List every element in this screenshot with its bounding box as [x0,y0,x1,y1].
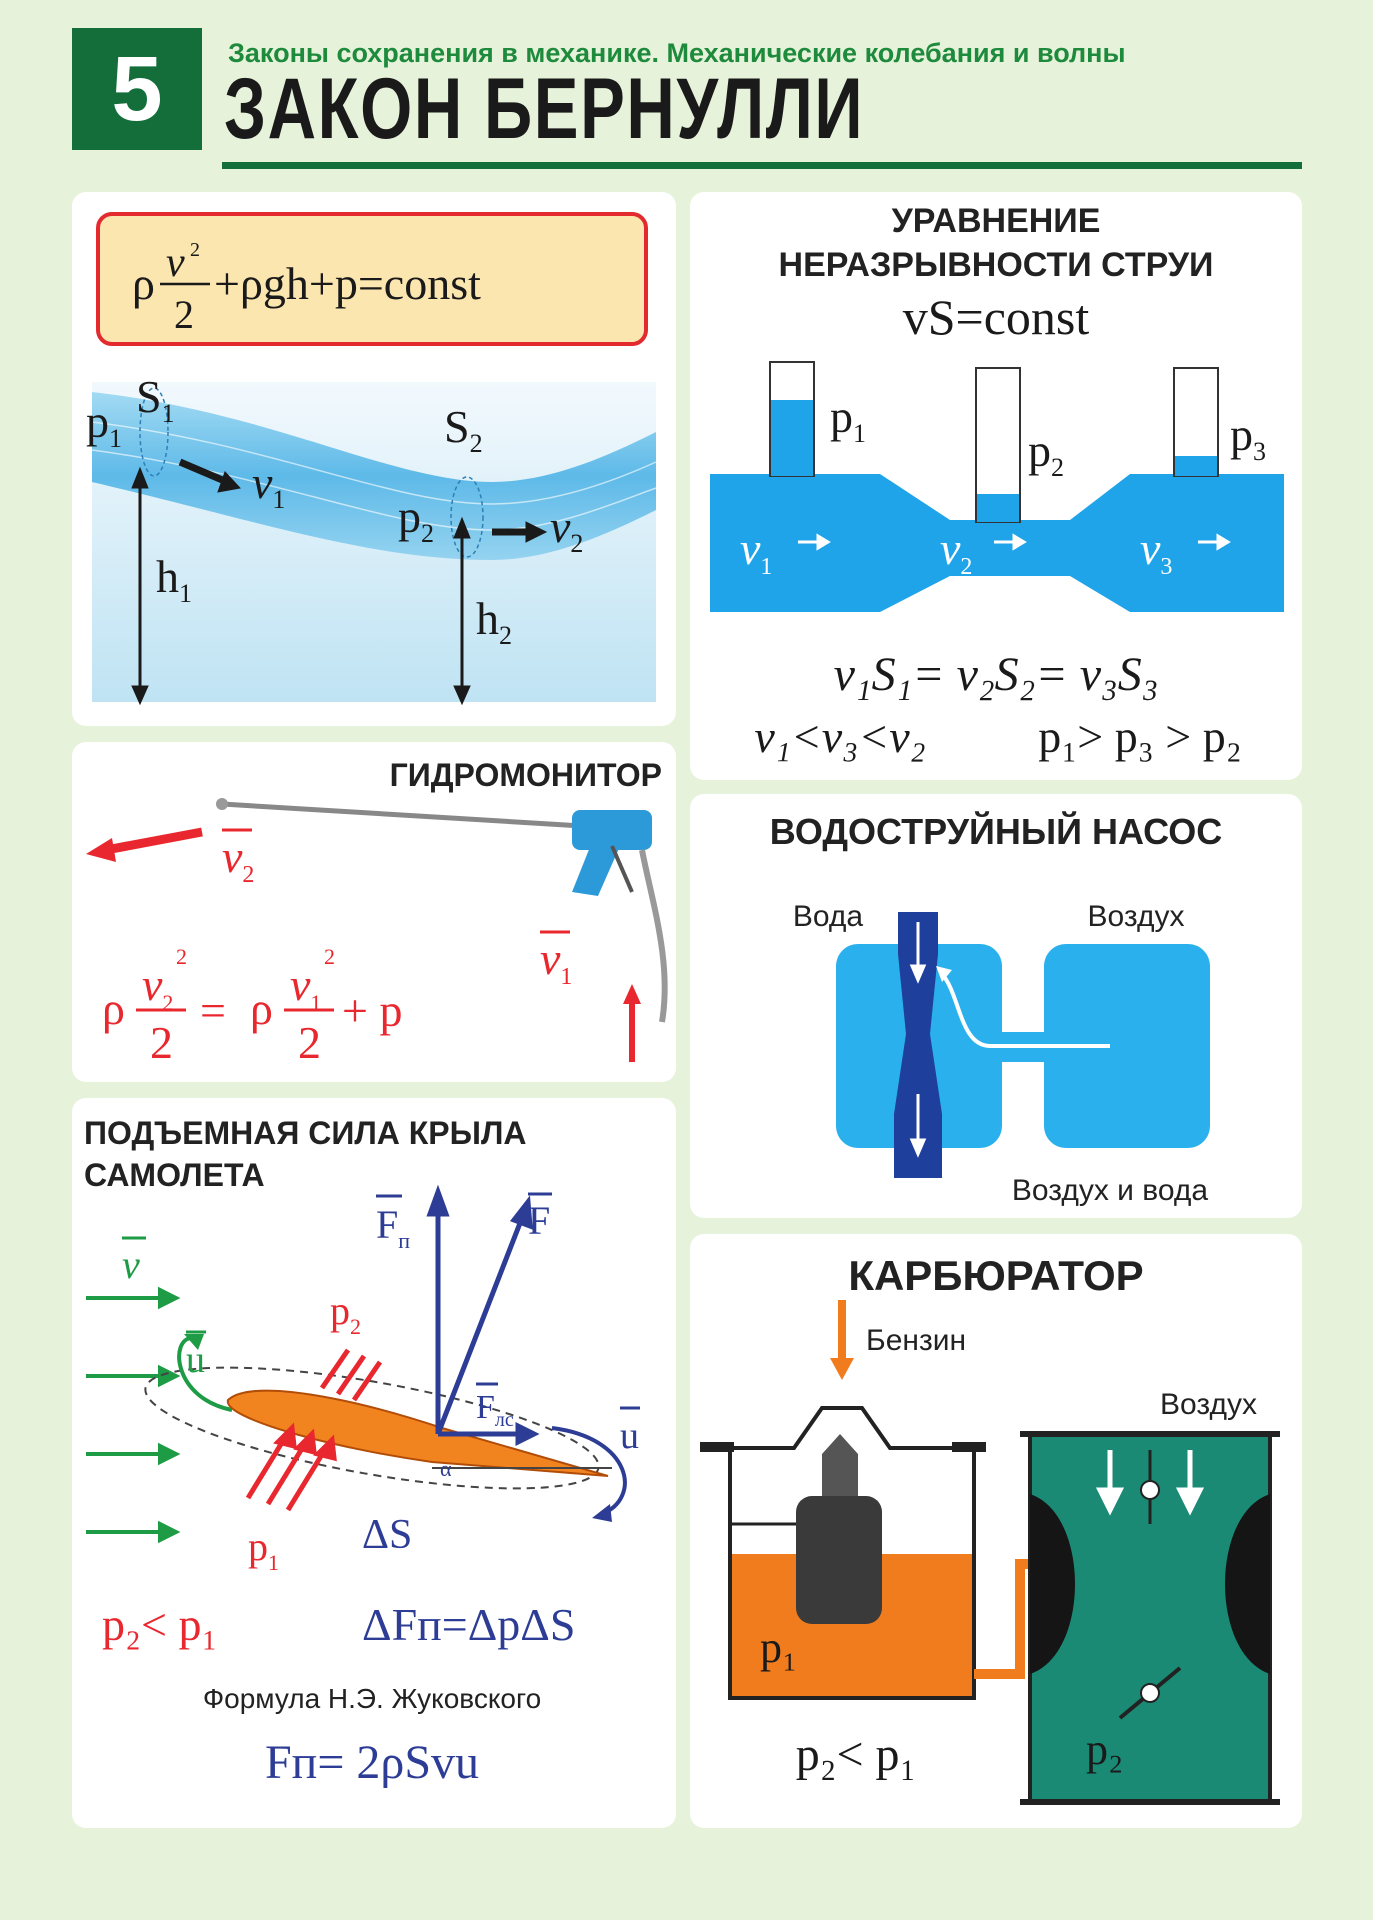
svg-text:ρ: ρ [132,258,155,309]
svg-text:2: 2 [190,239,200,261]
svg-text:2: 2 [150,1017,173,1068]
section-s2 [450,476,484,558]
lance [221,801,583,829]
air-label: Воздух [1160,1388,1257,1421]
wing-title-1: ПОДЪЕМНАЯ СИЛА КРЫЛА [84,1115,527,1151]
continuity-equation: v₁S₁= v₂S₂= v₃S₃ [834,648,1159,701]
svg-text:ρ: ρ [250,983,273,1034]
bernoulli-panel: ρ v 2 2 +ρgh+p=const p1 S1 [72,192,676,726]
svg-text:v1: v1 [540,933,572,990]
label-p2: p2 [398,491,434,548]
svg-text:+ρgh+p=const: +ρgh+p=const [214,258,481,309]
carburetor-relation: p₂< p₁ [796,1728,917,1781]
wing-panel: ПОДЪЕМНАЯ СИЛА КРЫЛА САМОЛЕТА v u u α [72,1098,676,1828]
wing-title-2: САМОЛЕТА [84,1157,265,1193]
pump-air-label: Воздух [1088,900,1185,933]
carburetor-title: КАРБЮРАТОР [848,1252,1143,1299]
svg-text:u: u [186,1339,205,1381]
svg-text:v2: v2 [222,831,254,888]
label-s1: S1 [136,371,175,428]
delta-s-label: ΔS [362,1512,412,1558]
svg-text:v1: v1 [290,959,321,1015]
zhukovsky-label: Формула Н.Э. Жуковского [203,1683,541,1714]
lift-force-formula: ΔFп=ΔpΔS [362,1599,575,1650]
formula-box [96,212,648,346]
svg-text:u: u [620,1415,639,1457]
pump-chamber-right [1044,944,1210,1148]
bernoulli-equation: ρ v 2 2 +ρgh+p=const [132,239,481,337]
svg-text:Fлс: Fлс [476,1389,514,1431]
hydromonitor-title: ГИДРОМОНИТОР [390,757,662,793]
carburetor-panel: КАРБЮРАТОР Бензин Воздух p₁ p₂ p₂< p₁ [690,1234,1302,1828]
pump-water-label: Вода [793,900,864,933]
label-v1: v1 [252,457,285,514]
pressure-relation: p₂< p₁ [102,1599,218,1650]
zhukovsky-formula: Fп= 2ρSvu [265,1736,479,1789]
svg-text:p2: p2 [330,1288,361,1339]
hydromonitor-diagram: ГИДРОМОНИТОР v2 v1 ρ v2 2 2 [86,757,668,1068]
chamber-pressure: p₁ [760,1623,797,1672]
velocity-inequality: v₁<v₃<v₂ [754,711,925,762]
svg-text:Fп: Fп [376,1202,410,1253]
label-v2: v2 [550,501,583,558]
svg-text:2: 2 [324,944,335,969]
pump-mix-label: Воздух и вода [1012,1174,1209,1207]
bernoulli-diagram: ρ v 2 2 +ρgh+p=const p1 S1 [86,212,657,706]
label-p1: p1 [86,396,122,453]
label-h1: h1 [156,551,192,608]
continuity-panel: УРАВНЕНИЕ НЕРАЗРЫВНОСТИ СТРУИ vS=const p… [690,192,1302,780]
spray-gun-icon [572,810,668,1023]
wing-diagram: ПОДЪЕМНАЯ СИЛА КРЫЛА САМОЛЕТА v u u α [84,1115,640,1789]
jet-pump-panel: ВОДОСТРУЙНЫЙ НАСОС Вода Воздух Воздух и … [690,794,1302,1218]
svg-text:+ p: + p [342,985,402,1036]
svg-text:p1: p1 [830,391,866,448]
svg-text:F: F [528,1198,550,1243]
jet-pump-diagram: ВОДОСТРУЙНЫЙ НАСОС Вода Воздух Воздух и … [770,810,1223,1207]
float [796,1496,882,1624]
svg-text:p2: p2 [1028,425,1064,482]
svg-text:v: v [166,240,185,286]
svg-text:2: 2 [298,1017,321,1068]
svg-text:ρ: ρ [102,983,125,1034]
duct-pressure: p₂ [1086,1725,1123,1774]
section-subtitle: Законы сохранения в механике. Механическ… [228,38,1126,68]
svg-text:2: 2 [174,292,194,337]
label-s2: S2 [444,401,483,458]
hydromonitor-formula: ρ v2 2 2 = ρ v1 2 2 + p [102,944,402,1068]
angle-alpha: α [440,1456,452,1481]
svg-text:p1: p1 [248,1524,279,1575]
section-s1 [139,387,169,477]
wing-profile [226,1389,609,1477]
continuity-title-1: УРАВНЕНИЕ [892,202,1101,240]
continuity-diagram: УРАВНЕНИЕ НЕРАЗРЫВНОСТИ СТРУИ vS=const p… [710,202,1284,762]
pump-title: ВОДОСТРУЙНЫЙ НАСОС [770,810,1223,852]
svg-text:2: 2 [176,944,187,969]
svg-text:p3: p3 [1230,409,1266,466]
label-h2: h2 [476,593,512,650]
svg-text:=: = [200,985,226,1036]
svg-text:v: v [122,1242,140,1287]
pipe-flow [92,392,656,560]
pump-nozzle [894,912,942,1178]
carburetor-diagram: КАРБЮРАТОР Бензин Воздух p₁ p₂ p₂< p₁ [700,1252,1280,1805]
page-title: ЗАКОН БЕРНУЛЛИ [224,61,865,157]
section-number: 5 [72,28,202,150]
svg-text:v2: v2 [142,959,173,1015]
fuel-label: Бензин [866,1324,966,1357]
hydromonitor-panel: ГИДРОМОНИТОР v2 v1 ρ v2 2 2 [72,742,676,1082]
continuity-title-2: НЕРАЗРЫВНОСТИ СТРУИ [779,246,1214,284]
header-divider [222,162,1302,169]
pressure-inequality: p₁> p₃ > p₂ [1038,711,1242,762]
continuity-formula: vS=const [903,289,1090,345]
